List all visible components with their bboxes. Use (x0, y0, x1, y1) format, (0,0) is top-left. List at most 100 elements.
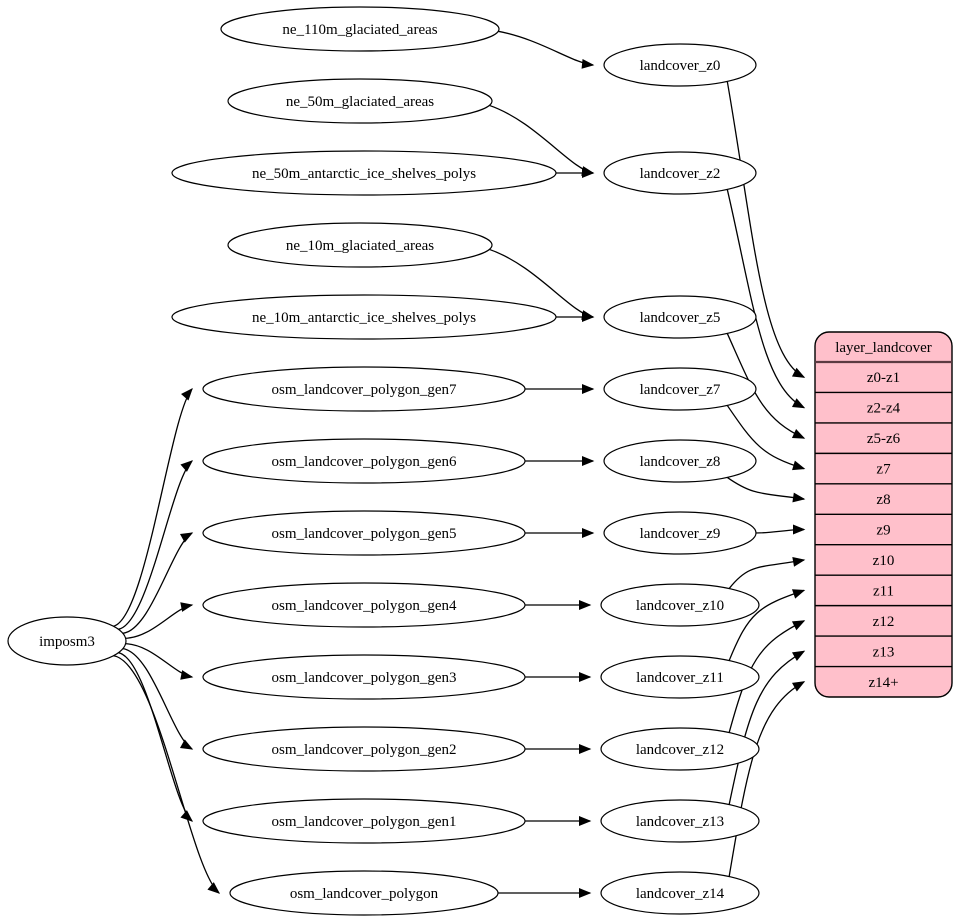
nodes-layer: imposm3 ne_110m_glaciated_areas ne_50m_gla… (7, 6, 760, 916)
node-landcover_z0[interactable]: landcover_z0 (603, 43, 757, 87)
table-row-label[interactable]: z7 (876, 462, 891, 478)
edge-ne_110m_glaciated_areas-landcover_z0 (496, 30, 594, 66)
table-row-label[interactable]: z0-z1 (867, 370, 900, 386)
table-row-label[interactable]: z10 (873, 553, 895, 569)
node-osm_landcover_polygon_gen4[interactable]: osm_landcover_polygon_gen4 (202, 582, 526, 628)
edge-landcover_z0-table-z0-z1 (726, 81, 805, 378)
node-label: landcover_z5 (640, 310, 721, 326)
node-label: landcover_z13 (636, 814, 724, 830)
arrowhead-icon (582, 168, 595, 178)
node-label: osm_landcover_polygon_gen4 (272, 598, 457, 614)
arrowhead-icon (180, 460, 194, 472)
node-label: landcover_z10 (636, 598, 724, 614)
node-label: landcover_z11 (636, 670, 724, 686)
node-label: landcover_z14 (636, 886, 725, 902)
node-label: osm_landcover_polygon_gen7 (272, 382, 457, 398)
table-row-label[interactable]: z14+ (868, 675, 898, 691)
layer-landcover-table[interactable]: layer_landcover z0-z1 z2-z4 z5-z6 z7 z8 z9 z10 z… (814, 331, 953, 698)
node-landcover_z12[interactable]: landcover_z12 (600, 727, 760, 771)
edge-landcover_z5-table-z5-z6 (726, 333, 805, 439)
arrowhead-icon (791, 429, 806, 439)
arrowhead-icon (791, 620, 806, 631)
node-osm_landcover_polygon_gen5[interactable]: osm_landcover_polygon_gen5 (202, 510, 526, 556)
arrowhead-icon (582, 384, 595, 394)
arrowhead-icon (579, 600, 592, 610)
node-label: osm_landcover_polygon (290, 886, 439, 902)
node-label: osm_landcover_polygon_gen3 (272, 670, 457, 686)
node-ne_110m_glaciated_areas[interactable]: ne_110m_glaciated_areas (220, 6, 500, 52)
node-landcover_z14[interactable]: landcover_z14 (600, 871, 760, 915)
node-landcover_z7[interactable]: landcover_z7 (603, 367, 757, 411)
node-label: osm_landcover_polygon_gen5 (272, 526, 457, 542)
table-row-label[interactable]: z12 (873, 614, 895, 630)
arrowhead-icon (582, 312, 595, 322)
arrowhead-icon (579, 888, 592, 898)
arrowhead-icon (791, 681, 806, 692)
edge-landcover_z12-table-z12 (728, 620, 805, 733)
edge-landcover_z8-table-z8 (726, 476, 805, 500)
table-row-label[interactable]: z5-z6 (867, 431, 901, 447)
edge-imposm3-osm_landcover_polygon_gen6 (117, 460, 193, 631)
edge-landcover_z7-table-z7 (726, 405, 805, 470)
table-row-label[interactable]: z9 (876, 523, 890, 539)
node-osm_landcover_polygon[interactable]: osm_landcover_polygon (229, 870, 499, 916)
node-landcover_z13[interactable]: landcover_z13 (600, 799, 760, 843)
node-landcover_z2[interactable]: landcover_z2 (603, 151, 757, 195)
edge-landcover_z11-table-z11 (728, 589, 805, 661)
node-label: ne_50m_antarctic_ice_shelves_polys (252, 166, 476, 182)
edge-landcover_z14-table-z14+ (728, 681, 805, 877)
node-osm_landcover_polygon_gen6[interactable]: osm_landcover_polygon_gen6 (202, 438, 526, 484)
node-label: ne_10m_antarctic_ice_shelves_polys (252, 310, 476, 326)
node-landcover_z9[interactable]: landcover_z9 (603, 511, 757, 555)
node-ne_10m_glaciated_areas[interactable]: ne_10m_glaciated_areas (227, 222, 493, 268)
node-label: ne_50m_glaciated_areas (286, 94, 434, 110)
edge-landcover_z10-table-z10 (728, 559, 805, 589)
node-label: imposm3 (39, 634, 95, 650)
arrowhead-icon (582, 528, 595, 538)
node-label: landcover_z8 (640, 454, 721, 470)
node-label: landcover_z7 (640, 382, 721, 398)
edges-layer (112, 30, 806, 898)
node-imposm3[interactable]: imposm3 (7, 616, 127, 666)
table-header-label: layer_landcover (835, 340, 932, 356)
edge-imposm3-osm_landcover_polygon_gen5 (121, 532, 193, 635)
node-label: landcover_z2 (640, 166, 721, 182)
edge-landcover_z13-table-z13 (728, 650, 805, 805)
node-ne_50m_antarctic_ice_shelves_polys[interactable]: ne_50m_antarctic_ice_shelves_polys (171, 150, 557, 196)
table-row-label[interactable]: z11 (873, 583, 894, 599)
node-landcover_z11[interactable]: landcover_z11 (600, 655, 760, 699)
arrowhead-icon (792, 557, 806, 567)
node-label: ne_10m_glaciated_areas (286, 238, 434, 254)
arrowhead-icon (179, 532, 194, 543)
node-label: landcover_z12 (636, 742, 724, 758)
arrowhead-icon (581, 58, 595, 69)
node-osm_landcover_polygon_gen7[interactable]: osm_landcover_polygon_gen7 (202, 366, 526, 412)
node-ne_50m_glaciated_areas[interactable]: ne_50m_glaciated_areas (227, 78, 493, 124)
arrowhead-icon (791, 589, 806, 599)
node-osm_landcover_polygon_gen3[interactable]: osm_landcover_polygon_gen3 (202, 654, 526, 700)
node-label: osm_landcover_polygon_gen2 (272, 742, 457, 758)
arrowhead-icon (791, 398, 806, 409)
table-row-label[interactable]: z2-z4 (867, 401, 901, 417)
node-label: landcover_z0 (640, 58, 721, 74)
node-ne_10m_antarctic_ice_shelves_polys[interactable]: ne_10m_antarctic_ice_shelves_polys (171, 294, 557, 340)
node-landcover_z10[interactable]: landcover_z10 (600, 583, 760, 627)
arrowhead-icon (180, 602, 194, 612)
arrowhead-icon (179, 739, 194, 750)
arrowhead-icon (791, 650, 806, 662)
arrowhead-icon (180, 670, 194, 680)
node-label: osm_landcover_polygon_gen1 (272, 814, 457, 830)
edge-imposm3-osm_landcover_polygon_gen2 (121, 647, 193, 750)
table-row-label[interactable]: z8 (876, 492, 890, 508)
arrowhead-icon (579, 816, 592, 826)
node-osm_landcover_polygon_gen1[interactable]: osm_landcover_polygon_gen1 (202, 798, 526, 844)
node-landcover_z8[interactable]: landcover_z8 (603, 439, 757, 483)
arrowhead-icon (793, 524, 806, 535)
table-row-label[interactable]: z13 (873, 644, 895, 660)
node-osm_landcover_polygon_gen2[interactable]: osm_landcover_polygon_gen2 (202, 726, 526, 772)
node-landcover_z5[interactable]: landcover_z5 (603, 295, 757, 339)
table-group[interactable]: layer_landcover z0-z1 z2-z4 z5-z6 z7 z8 z9 z10 z… (814, 331, 953, 698)
arrowhead-icon (582, 456, 595, 466)
